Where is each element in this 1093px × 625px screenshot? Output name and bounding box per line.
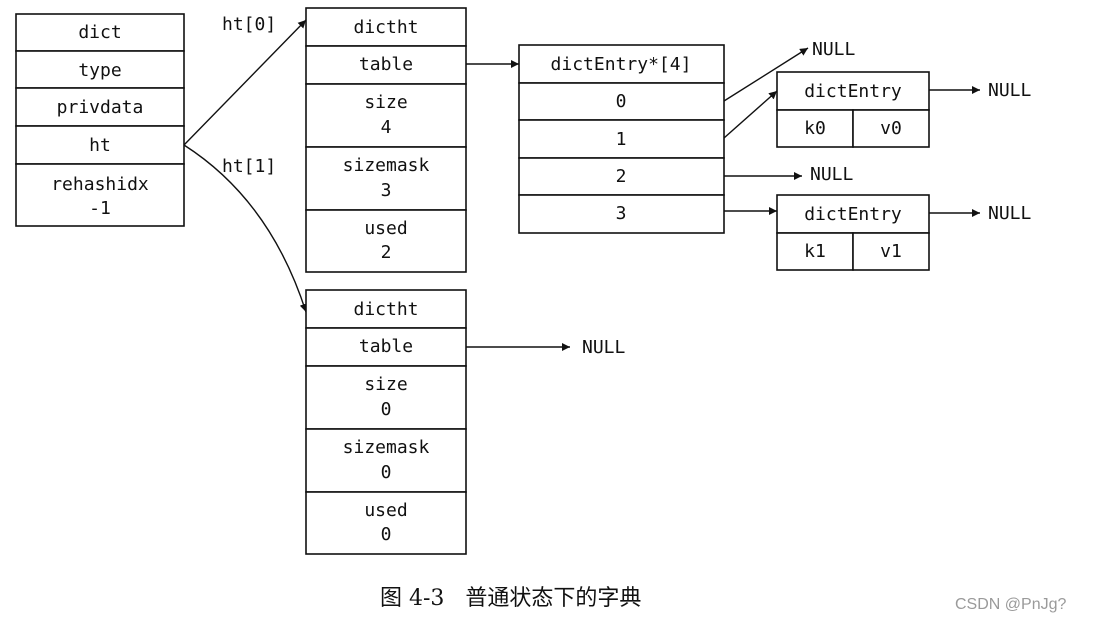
dict-ht-field: ht [89, 135, 111, 156]
bucket1-arrow [723, 90, 778, 139]
entry0-title-cell [776, 71, 930, 111]
ht0-sizemask-cell [305, 146, 467, 211]
ht1-title: dictht [353, 299, 418, 320]
bucket2-null: NULL [810, 164, 854, 185]
entry0-next-null: NULL [988, 80, 1032, 101]
ht0-size-cell [305, 83, 467, 148]
ht0-title: dictht [353, 17, 418, 38]
entry0-value: v0 [880, 118, 902, 139]
entry0-title: dictEntry [804, 81, 902, 102]
ht0-used-cell [305, 209, 467, 273]
ht0-sizemask-value: 3 [381, 180, 392, 201]
bucket-index-1: 1 [616, 129, 627, 150]
dict-type-field: type [78, 60, 121, 81]
dict-rehashidx-value: -1 [89, 198, 111, 219]
ht1-used-value: 0 [381, 524, 392, 545]
bucket-cell-3 [518, 194, 725, 234]
entry1-key: k1 [804, 241, 826, 262]
figure-caption: 图 4-3 普通状态下的字典 [380, 586, 642, 611]
ht1-table-field: table [359, 336, 413, 357]
bucket0-arrow [723, 47, 809, 102]
ht0-sizemask-label: sizemask [343, 155, 430, 176]
dict-box: dict type privdata ht rehashidx -1 [15, 13, 185, 227]
ht1-arrow [183, 144, 308, 313]
ht1-used-label: used [364, 500, 407, 521]
dict-entry-0: dictEntry k0 v0 [776, 71, 930, 148]
ht1-used-cell [305, 491, 467, 555]
ht0-pointer-label: ht[0] [222, 14, 276, 35]
bucket-index-3: 3 [616, 203, 627, 224]
bucket-index-0: 0 [616, 91, 627, 112]
bucket-index-2: 2 [616, 166, 627, 187]
csdn-watermark: CSDN @PnJg? [955, 596, 1067, 613]
entry0-key: k0 [804, 118, 826, 139]
ht1-table-null: NULL [582, 337, 626, 358]
bucket-cell-1 [518, 119, 725, 159]
bucket-array-title-cell [518, 44, 725, 84]
ht1-pointer-label: ht[1] [222, 156, 276, 177]
bucket-array-title: dictEntry*[4] [551, 54, 692, 75]
ht0-size-label: size [364, 92, 407, 113]
ht1-dictht-box: dictht table size 0 sizemask 0 used 0 [305, 289, 467, 555]
dict-type-cell [15, 50, 185, 89]
entry1-key-cell [776, 232, 854, 271]
ht0-used-value: 2 [381, 242, 392, 263]
entry1-title: dictEntry [804, 204, 902, 225]
ht1-size-cell [305, 365, 467, 430]
dict-privdata-field: privdata [57, 97, 144, 118]
ht0-dictht-box: dictht table size 4 sizemask 3 used 2 [305, 7, 467, 273]
dict-rehashidx-cell [15, 163, 185, 227]
entry1-next-null: NULL [988, 203, 1032, 224]
ht0-size-value: 4 [381, 117, 392, 138]
ht1-sizemask-value: 0 [381, 462, 392, 483]
bucket-cell-2 [518, 157, 725, 196]
ht1-sizemask-cell [305, 428, 467, 493]
ht1-title-cell [305, 289, 467, 329]
ht1-sizemask-label: sizemask [343, 437, 430, 458]
ht0-used-label: used [364, 218, 407, 239]
dict-title: dict [78, 22, 121, 43]
entry0-value-cell [852, 109, 930, 148]
entry1-value-cell [852, 232, 930, 271]
dict-rehashidx-label: rehashidx [51, 174, 149, 195]
dict-title-cell [15, 13, 185, 52]
bucket-cell-0 [518, 82, 725, 121]
bucket0-null: NULL [812, 39, 856, 60]
bucket-array: dictEntry*[4] 0 1 2 3 [518, 44, 725, 234]
ht0-table-cell [305, 45, 467, 85]
ht1-size-label: size [364, 374, 407, 395]
dict-entry-1: dictEntry k1 v1 [776, 194, 930, 271]
ht0-arrow [183, 19, 307, 146]
ht1-size-value: 0 [381, 399, 392, 420]
ht0-title-cell [305, 7, 467, 47]
entry1-value: v1 [880, 241, 902, 262]
ht0-table-field: table [359, 54, 413, 75]
